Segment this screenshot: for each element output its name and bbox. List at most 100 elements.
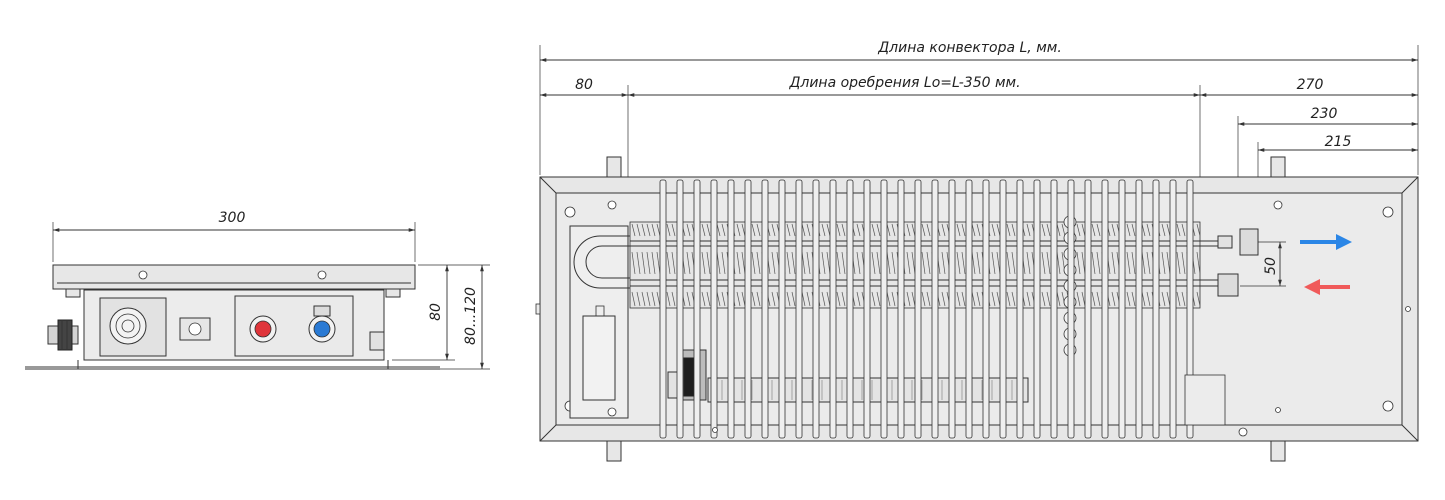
fin: [721, 291, 726, 307]
fin: [911, 291, 916, 307]
left-offset-label: 80: [575, 77, 593, 93]
fin: [756, 251, 761, 275]
fin: [1131, 223, 1136, 237]
fin: [911, 251, 916, 275]
fin: [666, 223, 671, 237]
fin: [1166, 291, 1171, 307]
fin: [706, 223, 711, 237]
fin: [1131, 291, 1136, 307]
fin: [876, 251, 881, 275]
fin: [906, 251, 911, 275]
fin: [631, 291, 636, 307]
fin: [906, 291, 911, 307]
fin: [1011, 291, 1016, 307]
side-width-label: 300: [219, 210, 246, 226]
fin: [641, 251, 646, 275]
fin: [646, 223, 651, 237]
fin: [656, 291, 661, 307]
fin: [1196, 251, 1201, 275]
fin: [876, 291, 881, 307]
fin: [656, 223, 661, 237]
fin: [1196, 291, 1201, 307]
fin: [1181, 223, 1186, 237]
fin: [961, 223, 966, 237]
grille-bar: [999, 179, 1007, 439]
fin: [1081, 223, 1086, 237]
fin: [871, 291, 876, 307]
fin: [656, 251, 661, 275]
grille-bar: [676, 179, 684, 439]
decorative-grille: [659, 179, 1194, 439]
fin: [756, 291, 761, 307]
fin: [786, 291, 791, 307]
fin: [1176, 251, 1181, 275]
fin: [646, 251, 651, 275]
fin: [1081, 291, 1086, 307]
grille-bar: [778, 179, 786, 439]
side-view: 300: [25, 210, 490, 370]
return-fitting-icon: [1217, 273, 1239, 297]
fin: [906, 223, 911, 237]
grille-bar: [812, 179, 820, 439]
fin: [706, 291, 711, 307]
fin: [921, 223, 926, 237]
cable-gland-icon: [47, 319, 79, 351]
fin: [1096, 223, 1101, 237]
grille-bar: [846, 179, 854, 439]
fin: [636, 223, 641, 237]
fin: [1026, 251, 1031, 275]
fin: [806, 251, 811, 275]
grille-bar: [931, 179, 939, 439]
grille-bar: [693, 179, 701, 439]
fin: [1181, 251, 1186, 275]
grille-bar: [1101, 179, 1109, 439]
grille-bar: [1084, 179, 1092, 439]
fin: [1006, 223, 1011, 237]
fin: [876, 223, 881, 237]
grille-bar: [863, 179, 871, 439]
grille-bar: [1135, 179, 1143, 439]
pipe-spacing-dimension: 50: [1240, 241, 1286, 287]
fin: [1091, 251, 1096, 275]
fin: [971, 223, 976, 237]
fin: [996, 251, 1001, 275]
fin: [1011, 223, 1016, 237]
fin: [1076, 223, 1081, 237]
fin: [1061, 223, 1066, 237]
fin: [806, 291, 811, 307]
grille-bar: [1152, 179, 1160, 439]
fin: [1041, 291, 1046, 307]
total-length-dimension: Длина конвектора L, мм.: [539, 40, 1419, 175]
fin: [751, 251, 756, 275]
fin: [1091, 223, 1096, 237]
grille-bar: [795, 179, 803, 439]
fin: [741, 251, 746, 275]
fin: [1161, 223, 1166, 237]
grille-bar: [744, 179, 752, 439]
pipe-spacing-label: 50: [1263, 257, 1279, 275]
grille-bar: [659, 179, 667, 439]
fin: [771, 291, 776, 307]
fin: [1176, 223, 1181, 237]
grille-bar: [880, 179, 888, 439]
fin: [1046, 291, 1051, 307]
fin: [1056, 291, 1061, 307]
fin: [1176, 291, 1181, 307]
fin: [956, 291, 961, 307]
corner-screw-icon: [1382, 206, 1394, 218]
fin: [856, 251, 861, 275]
fin: [1196, 223, 1201, 237]
fin: [1141, 251, 1146, 275]
fin: [961, 251, 966, 275]
fin: [701, 251, 706, 275]
fin: [891, 291, 896, 307]
supply-port-icon: [254, 320, 272, 338]
fin: [836, 291, 841, 307]
fin: [736, 251, 741, 275]
fin: [686, 223, 691, 237]
fin: [631, 251, 636, 275]
fin: [1141, 223, 1146, 237]
grille-bar: [761, 179, 769, 439]
top-view: Длина конвектора L, мм. 80 Длина оребрен…: [535, 40, 1419, 462]
fin: [666, 251, 671, 275]
